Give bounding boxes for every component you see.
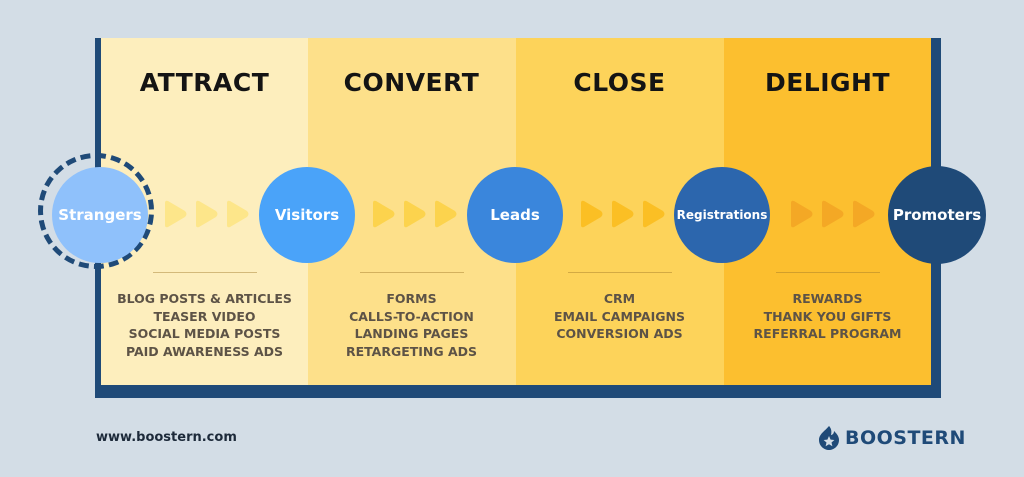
- chevron-arrow-icon: [165, 200, 187, 228]
- website-url[interactable]: www.boostern.com: [96, 430, 237, 445]
- chevron-arrow-icon: [612, 200, 634, 228]
- list-item: BLOG POSTS & ARTICLES: [117, 291, 292, 306]
- list-item: FORMS: [386, 291, 437, 306]
- logo-text: BOOSTERN: [845, 427, 966, 449]
- node-label: Strangers: [58, 206, 142, 224]
- list-item: SOCIAL MEDIA POSTS: [128, 326, 281, 341]
- list-item: CONVERSION ADS: [556, 326, 683, 341]
- chevron-arrow-icon: [791, 200, 813, 228]
- chevron-arrow-icon: [643, 200, 665, 228]
- list-item: RETARGETING ADS: [345, 343, 478, 359]
- node-label: Visitors: [274, 206, 340, 224]
- chevron-arrow-icon: [227, 200, 249, 228]
- list-item: REWARDS: [792, 291, 863, 306]
- node-leads: Leads: [467, 167, 563, 263]
- list-item: CALLS-TO-ACTION: [349, 308, 474, 324]
- node-promoters: Promoters: [888, 166, 986, 264]
- boostern-logo-icon: [819, 426, 839, 450]
- list-item: EMAIL CAMPAIGNS: [554, 308, 685, 324]
- strangers-dashed-ring: [38, 153, 154, 269]
- chevron-arrow-icon: [581, 200, 603, 228]
- node-label: Registrations: [676, 208, 768, 222]
- chevron-arrow-icon: [373, 200, 395, 228]
- stage-items-attract: BLOG POSTS & ARTICLES TEASER VIDEO SOCIA…: [101, 290, 308, 360]
- node-label: Promoters: [892, 206, 982, 224]
- chevron-arrow-icon: [822, 200, 844, 228]
- chevron-arrow-icon: [404, 200, 426, 228]
- chevron-arrow-icon: [853, 200, 875, 228]
- node-registrations: Registrations: [674, 167, 770, 263]
- list-item: CRM: [603, 291, 636, 306]
- divider: [360, 272, 464, 273]
- stage-items-close: CRM EMAIL CAMPAIGNS CONVERSION ADS: [516, 290, 723, 343]
- chevron-arrow-icon: [435, 200, 457, 228]
- stage-heading-close: CLOSE: [573, 68, 666, 97]
- divider: [153, 272, 257, 273]
- list-item: REFERRAL PROGRAM: [753, 326, 902, 341]
- stage-heading-attract: ATTRACT: [139, 68, 270, 97]
- chevron-arrow-icon: [196, 200, 218, 228]
- list-item: THANK YOU GIFTS: [763, 308, 892, 324]
- list-item: TEASER VIDEO: [153, 308, 256, 324]
- boostern-logo: BOOSTERN: [816, 424, 966, 452]
- stage-items-convert: FORMS CALLS-TO-ACTION LANDING PAGES RETA…: [308, 290, 515, 360]
- list-item: PAID AWARENESS ADS: [125, 343, 284, 359]
- node-strangers: Strangers: [52, 167, 148, 263]
- list-item: LANDING PAGES: [354, 326, 469, 341]
- divider: [568, 272, 672, 273]
- stage-items-delight: REWARDS THANK YOU GIFTS REFERRAL PROGRAM: [724, 290, 931, 343]
- stage-heading-delight: DELIGHT: [764, 68, 891, 97]
- node-visitors: Visitors: [259, 167, 355, 263]
- node-label: Leads: [490, 206, 540, 224]
- stage-heading-convert: CONVERT: [343, 68, 480, 97]
- divider: [776, 272, 880, 273]
